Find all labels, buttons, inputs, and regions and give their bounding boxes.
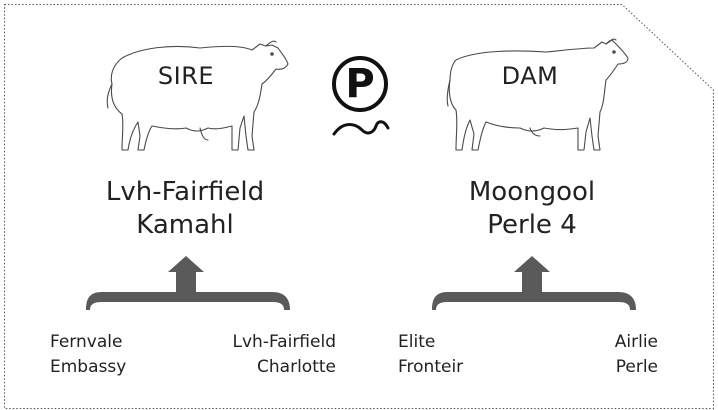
sire-granddam: Lvh-Fairfield Charlotte [233, 330, 336, 380]
polled-letter: P [345, 61, 375, 107]
sire-granddam-line2: Charlotte [257, 357, 336, 377]
dam-granddam-line1: Airlie [614, 332, 658, 352]
dam-name-line1: Moongool [468, 177, 596, 207]
dam-granddam-line2: Perle [615, 357, 658, 377]
dam-grandsire-line2: Fronteir [398, 357, 464, 377]
sire-brace-arrow-icon [86, 256, 290, 310]
sire-grandsire-line1: Fernvale [50, 332, 123, 352]
sire-grandsire: Fernvale Embassy [50, 330, 126, 380]
sire-name-line2: Kamahl [136, 210, 234, 240]
dam-grandsire-line1: Elite [398, 332, 436, 352]
dam-name: Moongool Perle 4 [432, 176, 632, 242]
sire-grandsire-line2: Embassy [50, 357, 127, 377]
dam-brace-arrow-icon [432, 256, 636, 310]
sire-name-line1: Lvh-Fairfield [105, 177, 265, 207]
dam-granddam: Airlie Perle [615, 330, 658, 380]
dam-grandsire: Elite Fronteir [398, 330, 463, 380]
polled-symbol-icon [332, 56, 390, 136]
sire-label: SIRE [157, 62, 215, 90]
sire-name: Lvh-Fairfield Kamahl [80, 176, 290, 242]
cow-outline-icon [446, 38, 629, 151]
bull-outline-icon [106, 40, 289, 151]
dam-name-line2: Perle 4 [487, 210, 577, 240]
dam-label: DAM [501, 62, 559, 90]
sire-granddam-line1: Lvh-Fairfield [232, 332, 336, 352]
